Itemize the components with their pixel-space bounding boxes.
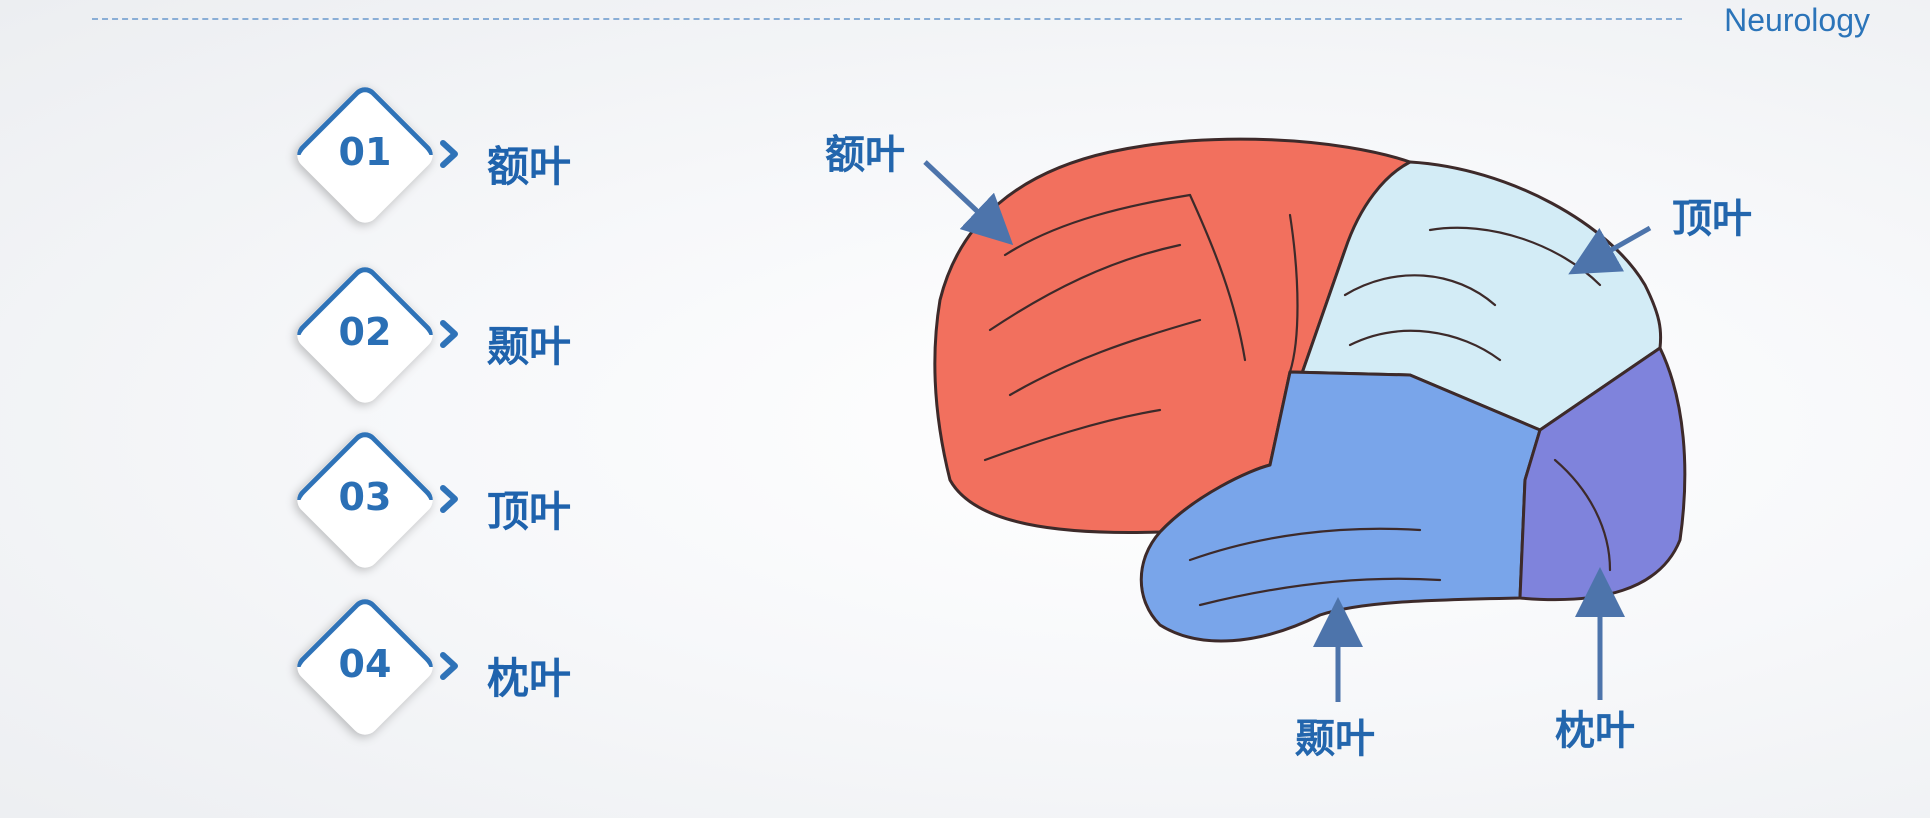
chevron-right-icon: [440, 320, 458, 348]
parietal-label: 顶叶: [1672, 196, 1752, 242]
lobe-name: 额叶: [487, 142, 572, 191]
lobe-item-temporal: 02 颞叶: [291, 261, 625, 415]
lobe-item-frontal: 01 额叶: [291, 81, 625, 235]
parietal-arrow: [1568, 225, 1652, 275]
lobe-item-occipital: 04 枕叶: [291, 593, 625, 747]
frontal-arrow: [923, 160, 1014, 246]
lobe-number: 03: [338, 475, 392, 519]
parietal-lobe-region: [1268, 160, 1663, 467]
chevron-right-icon: [440, 485, 458, 513]
temporal-label: 颞叶: [1295, 716, 1375, 762]
lobe-number: 02: [338, 310, 392, 354]
lobe-number: 01: [338, 130, 392, 174]
header-label: Neurology: [1724, 2, 1870, 38]
chevron-right-icon: [440, 652, 458, 680]
lobe-name: 枕叶: [487, 654, 572, 703]
header-divider: [92, 18, 1682, 20]
lobe-name: 颞叶: [487, 322, 572, 371]
frontal-label: 额叶: [825, 132, 905, 178]
occipital-lobe-region: [1518, 346, 1687, 602]
lobe-item-parietal: 03 顶叶: [291, 426, 625, 580]
temporal-lobe-region: [1139, 370, 1542, 643]
lobe-number: 04: [338, 642, 392, 686]
occipital-label: 枕叶: [1555, 708, 1635, 754]
lobe-name: 顶叶: [487, 487, 572, 536]
diagram-arrows: [923, 160, 1652, 702]
chevron-right-icon: [440, 140, 458, 168]
